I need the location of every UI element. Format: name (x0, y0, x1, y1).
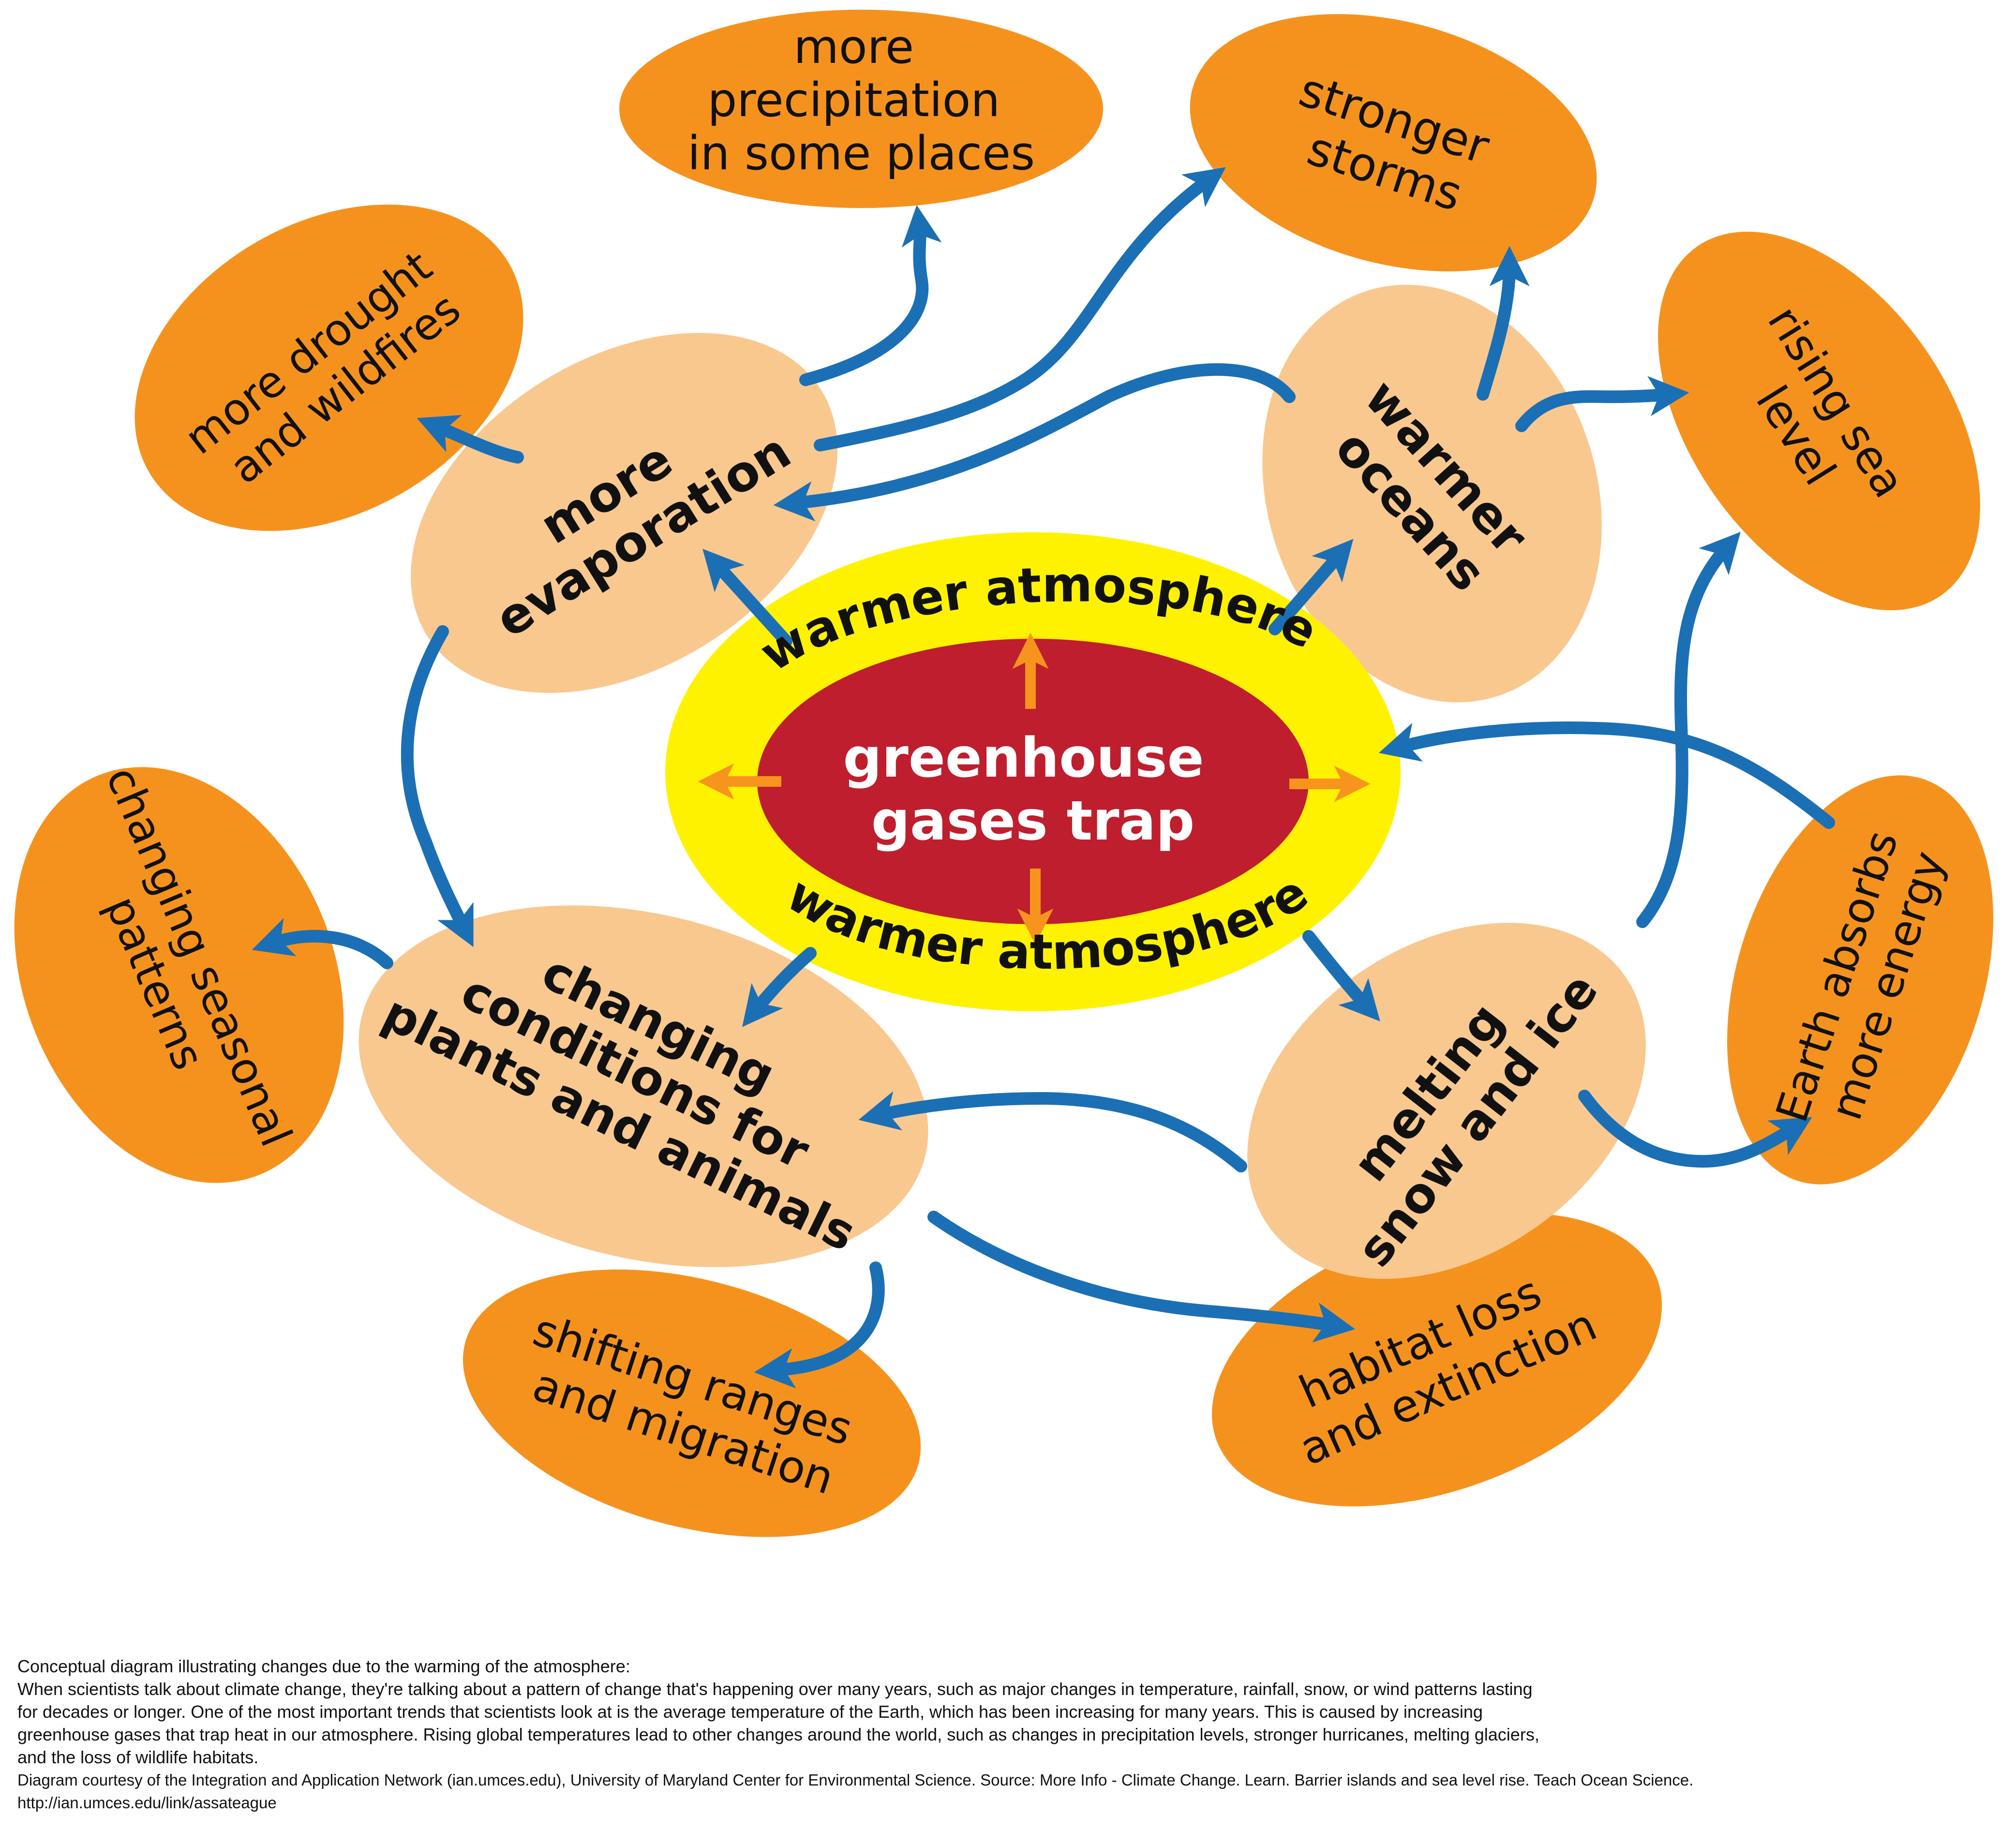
caption-body-line: and the loss of wildlife habitats. (17, 1747, 259, 1767)
arrow-melting-to-conditions (858, 1091, 1247, 1172)
caption: Conceptual diagram illustrating changes … (17, 1655, 2001, 1814)
arrow-atmosphere-to-melting (1302, 930, 1380, 1021)
arrow-conditions-to-shifting (754, 1261, 885, 1389)
node-more-evaporation (411, 333, 837, 693)
arrow-oceans-to-evaporation (773, 363, 1296, 522)
node-more-precipitation (619, 10, 1103, 208)
caption-credit: Diagram courtesy of the Integration and … (17, 1771, 1694, 1789)
caption-link[interactable]: http://ian.umces.edu/link/assateague (17, 1794, 277, 1812)
label-more-precipitation: more precipitation in some places (687, 20, 1035, 180)
inner-nodes (358, 285, 1646, 1279)
arrow-earth-to-center (1378, 721, 1835, 829)
node-seasonal-patterns (14, 767, 344, 1183)
climate-change-diagram: warmer atmosphere warmer atmosphere gree… (14, 10, 1994, 1537)
node-warmer-oceans (1262, 285, 1602, 703)
connecting-arrows (252, 167, 1835, 1389)
arrow-atmosphere-to-oceans (1269, 539, 1354, 635)
arrow-evaporation-to-storms (814, 167, 1226, 451)
outer-nodes (14, 10, 1994, 1537)
arrow-atmosphere-to-evaporation (702, 549, 792, 647)
node-shifting-ranges (463, 1269, 921, 1537)
caption-heading: Conceptual diagram illustrating changes … (17, 1656, 630, 1676)
arrow-conditions-to-habitat (927, 1211, 1356, 1343)
core-line-2: gases trap (871, 790, 1195, 853)
arrow-conditions-to-seasonal (252, 918, 393, 969)
caption-body-line: When scientists talk about climate chang… (17, 1679, 1533, 1699)
arrow-melting-to-earth (1578, 1090, 1812, 1168)
core-label: greenhouse gases trap (843, 727, 1223, 853)
arrow-evaporation-to-drought (417, 415, 524, 464)
node-habitat-loss (1211, 1213, 1662, 1507)
arrow-melting-to-rising-sea (1636, 532, 1741, 928)
node-stronger-storms (1190, 14, 1597, 271)
node-changing-conditions (358, 905, 928, 1267)
node-rising-sea (1658, 231, 1980, 611)
arrow-oceans-to-storms (1477, 246, 1530, 401)
arrow-atmosphere-to-conditions (742, 947, 817, 1027)
greenhouse-core (757, 639, 1309, 924)
core-arrows (698, 632, 1371, 945)
arrow-evaporation-to-precipitation (799, 205, 942, 386)
node-earth-absorbs (1727, 775, 1994, 1185)
arrow-evaporation-to-conditions (401, 625, 474, 947)
caption-body-line: for decades or longer. One of the most i… (17, 1702, 1483, 1722)
caption-body-line: greenhouse gases that trap heat in our a… (17, 1725, 1539, 1744)
arrow-oceans-to-rising-sea (1515, 376, 1689, 432)
core-line-1: greenhouse (843, 727, 1204, 790)
